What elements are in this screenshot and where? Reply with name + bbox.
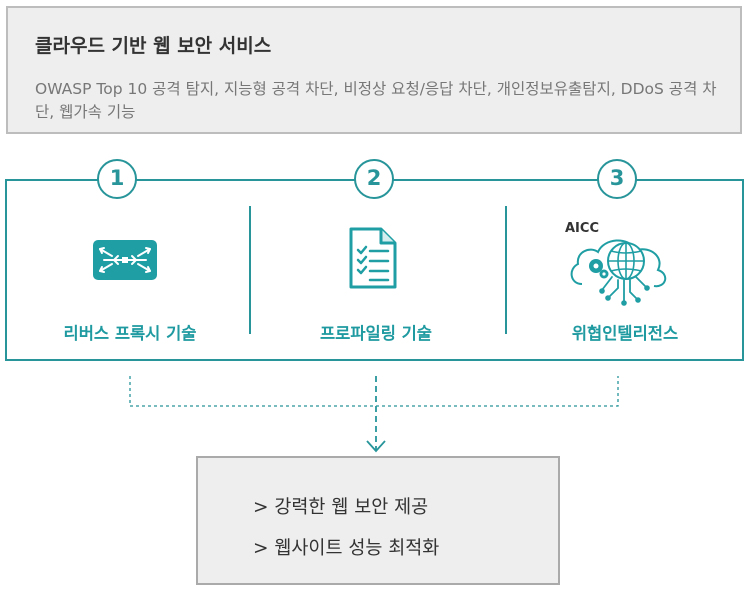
result-box: > 강력한 웹 보안 제공 > 웹사이트 성능 최적화	[196, 456, 560, 585]
feature-label-profiling: 프로파일링 기술	[319, 324, 432, 343]
result-line-performance: > 웹사이트 성능 최적화	[253, 538, 440, 559]
service-title: 클라우드 기반 웹 보안 서비스	[35, 35, 272, 57]
down-arrow-icon	[366, 440, 386, 453]
document-checklist-icon	[349, 227, 397, 289]
feature-number-2: 2	[354, 159, 394, 199]
feature-divider-1	[249, 206, 251, 334]
merge-bracket	[129, 376, 619, 407]
feature-label-reverse-proxy: 리버스 프록시 기술	[63, 324, 197, 343]
service-description: OWASP Top 10 공격 탐지, 지능형 공격 차단, 비정상 요청/응답…	[35, 80, 717, 121]
feature-number-3: 3	[597, 159, 637, 199]
network-switch-icon	[93, 240, 157, 280]
service-summary-box: 클라우드 기반 웹 보안 서비스 OWASP Top 10 공격 탐지, 지능형…	[6, 6, 742, 134]
feature-label-threat-intelligence: 위협인텔리전스	[571, 324, 679, 343]
result-line-security: > 강력한 웹 보안 제공	[253, 497, 429, 518]
aicc-label: AICC	[565, 221, 599, 236]
cloud-globe-icon: AICC	[565, 221, 667, 306]
feature-divider-2	[505, 206, 507, 334]
feature-number-1: 1	[97, 159, 137, 199]
